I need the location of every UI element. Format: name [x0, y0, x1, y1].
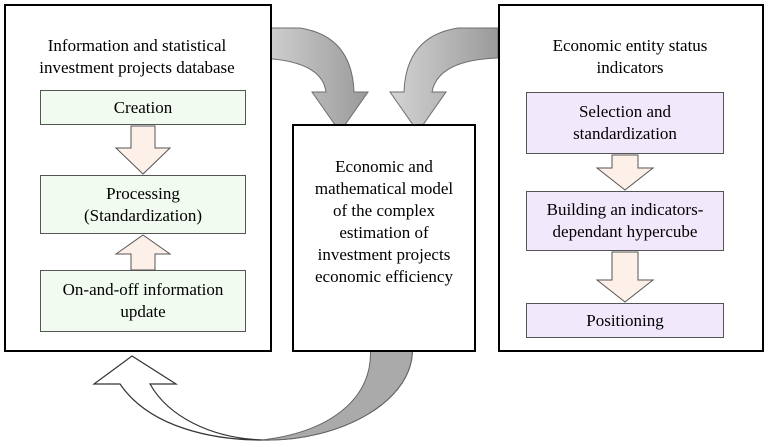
selection-step: Selection and standardization — [526, 92, 724, 154]
processing-step: Processing (Standardization) — [40, 175, 246, 234]
up-arrow-icon — [114, 234, 172, 271]
left-panel-title: Information and statistical investment p… — [39, 36, 235, 77]
right-to-center-arrow — [389, 27, 499, 133]
center-panel — [292, 124, 476, 352]
down-arrow-icon — [114, 125, 172, 175]
down-arrow-icon — [595, 251, 655, 303]
right-panel-title: Economic entity status indicators — [552, 36, 708, 77]
model-description: Economic and mathematical model of the c… — [314, 157, 454, 286]
info-update-step: On-and-off information update — [40, 270, 246, 332]
down-arrow-icon — [595, 154, 655, 191]
return-arrow-shade — [261, 343, 413, 441]
hypercube-step: Building an indicators-dependant hypercu… — [526, 191, 724, 251]
positioning-step: Positioning — [526, 303, 724, 338]
creation-step: Creation — [40, 90, 246, 125]
left-to-center-arrow — [257, 27, 369, 133]
